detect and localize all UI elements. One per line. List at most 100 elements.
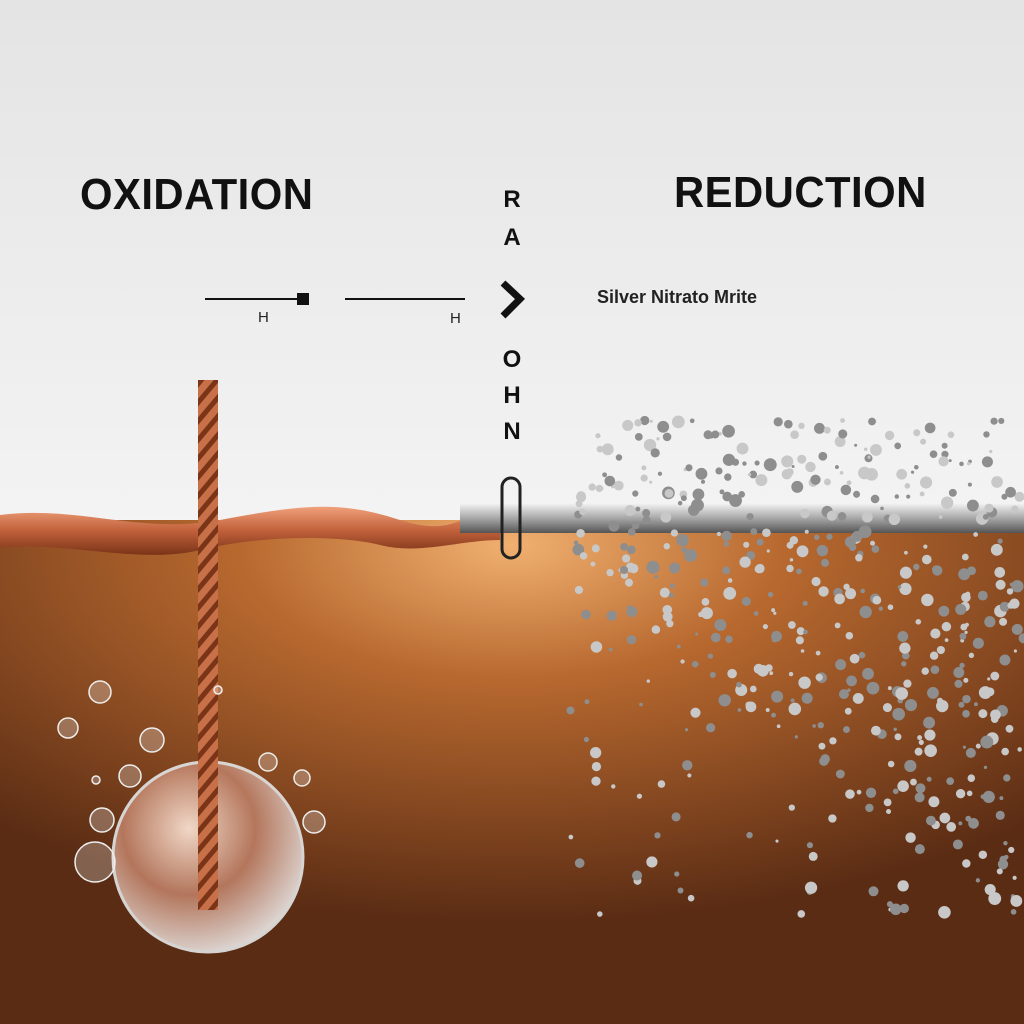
silver-particle — [834, 622, 841, 629]
silver-particle — [938, 605, 950, 617]
silver-particle — [797, 454, 807, 464]
silver-particle — [669, 583, 675, 589]
bubbles — [57, 680, 326, 883]
silver-particle — [591, 761, 602, 772]
silver-particle — [650, 448, 660, 458]
silver-particle — [1006, 588, 1014, 595]
silver-particle — [982, 790, 995, 804]
silver-particle — [978, 709, 988, 719]
silver-particle — [723, 587, 737, 600]
silver-particle — [837, 512, 847, 521]
silver-particle — [977, 590, 988, 601]
silver-particle — [657, 780, 666, 788]
silver-particle — [640, 415, 650, 426]
silver-particle — [965, 591, 971, 597]
silver-particle — [974, 702, 978, 707]
silver-particle — [613, 480, 624, 491]
clip — [500, 476, 522, 560]
silver-particle — [915, 618, 922, 625]
silver-particle — [843, 726, 850, 734]
silver-particle — [1010, 909, 1017, 915]
silver-particle — [914, 792, 925, 803]
silver-particle — [871, 545, 880, 553]
silver-particle — [784, 419, 793, 429]
silver-particle — [904, 550, 908, 555]
silver-particle — [818, 451, 828, 461]
silver-particle — [929, 450, 938, 459]
silver-particle — [914, 464, 919, 470]
silver-particle — [968, 652, 975, 659]
silver-particle — [999, 654, 1011, 666]
silver-particle — [788, 621, 796, 629]
silver-particle — [902, 651, 910, 660]
silver-particle — [941, 621, 952, 632]
silver-particle — [835, 769, 845, 779]
silver-particle — [669, 562, 681, 574]
vertical-letter: R — [503, 186, 521, 213]
silver-particle — [1005, 486, 1016, 498]
silver-particle — [941, 442, 948, 449]
silver-particle — [847, 688, 851, 692]
silver-particle — [972, 637, 984, 649]
silver-particle — [682, 760, 693, 771]
silver-particle — [659, 587, 670, 598]
silver-particle — [955, 788, 966, 799]
silver-particle — [962, 709, 970, 718]
silver-particle — [687, 773, 692, 778]
vertical-letter: H — [503, 382, 521, 409]
silver-particle — [719, 489, 725, 495]
silver-particle — [804, 881, 818, 894]
silver-particle — [632, 870, 643, 881]
silver-particle — [814, 534, 820, 541]
silver-particles — [566, 415, 1024, 919]
silver-particle — [796, 627, 805, 636]
silver-particle — [927, 686, 939, 699]
silver-particle — [866, 681, 880, 695]
silver-particle — [590, 746, 602, 759]
copper-wire — [0, 506, 500, 555]
silver-particle — [727, 668, 737, 679]
silver-particle — [718, 694, 731, 707]
silver-particle — [670, 529, 679, 537]
silver-particle — [624, 505, 636, 516]
silver-particle — [731, 458, 740, 466]
silver-particle — [991, 476, 1003, 488]
silver-particle — [676, 533, 689, 547]
silver-particle — [766, 549, 770, 553]
silver-particle — [789, 558, 794, 562]
silver-particle — [1018, 633, 1024, 644]
silver-particle — [646, 679, 651, 683]
silver-particle — [805, 461, 816, 473]
silver-particle — [999, 796, 1004, 801]
silver-particle — [753, 611, 759, 616]
silver-particle — [801, 692, 813, 704]
silver-particle — [576, 529, 585, 538]
silver-particle — [867, 455, 871, 459]
silver-particle — [765, 707, 770, 712]
silver-particle — [581, 609, 591, 620]
bubble — [118, 764, 142, 788]
silver-particle — [574, 858, 585, 868]
silver-particle — [914, 747, 923, 756]
silver-particle — [1013, 649, 1018, 653]
silver-particle — [798, 422, 805, 430]
silver-particle — [817, 721, 824, 729]
silver-particle — [668, 592, 674, 598]
silver-particle — [998, 417, 1005, 424]
silver-particle — [1011, 505, 1019, 514]
silver-particle — [640, 474, 648, 482]
silver-particle — [579, 552, 588, 560]
silver-particle — [883, 798, 892, 807]
silver-particle — [975, 743, 981, 749]
silver-particle — [641, 465, 647, 471]
silver-particle — [625, 562, 636, 573]
silver-particle — [865, 787, 877, 798]
silver-particle — [654, 575, 659, 579]
silver-particle — [865, 803, 874, 813]
silver-particle — [622, 419, 634, 431]
silver-particle — [984, 883, 996, 896]
silver-particle — [685, 464, 693, 472]
silver-particle — [999, 617, 1008, 626]
silver-particle — [786, 564, 794, 573]
